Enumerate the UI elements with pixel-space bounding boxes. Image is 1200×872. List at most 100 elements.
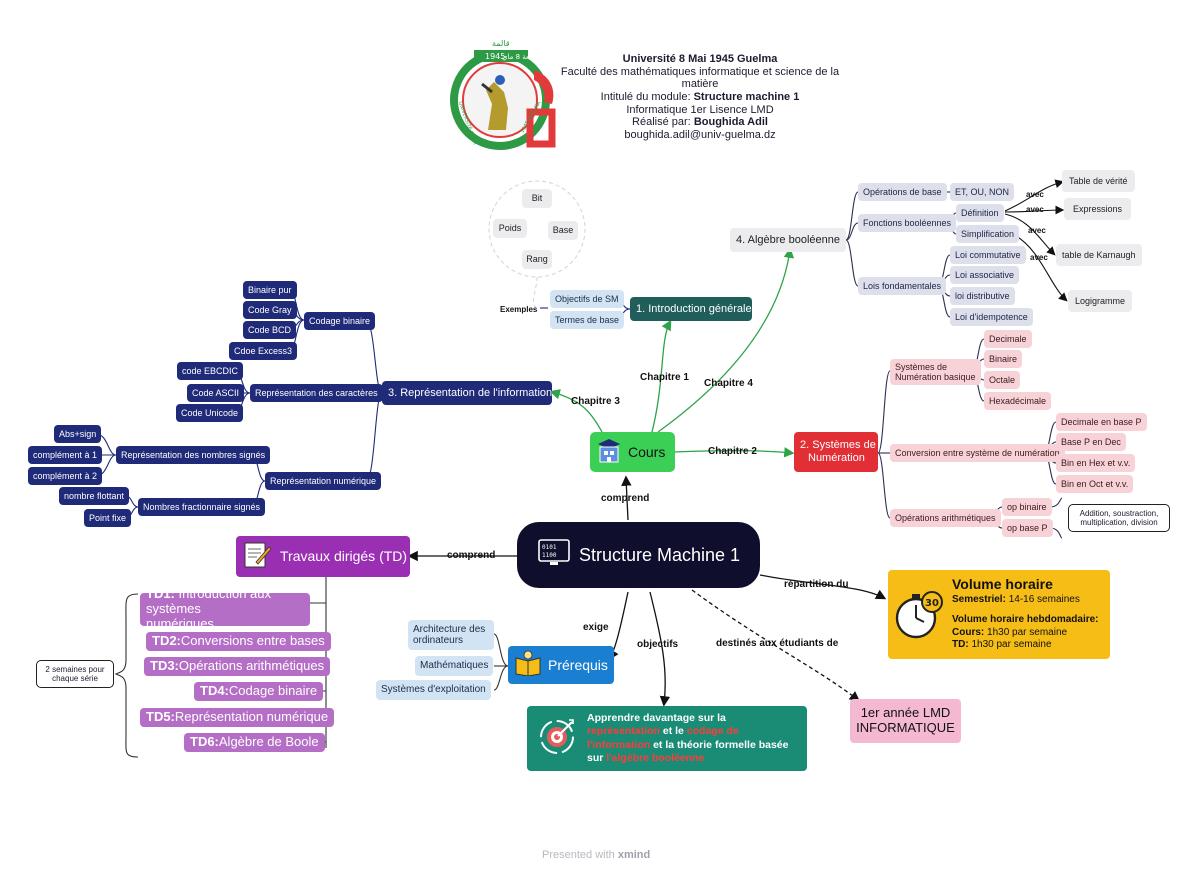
code-gray[interactable]: Code Gray	[243, 301, 297, 319]
abs-sign[interactable]: Abs+sign	[54, 425, 102, 443]
td1-code: TD1:	[146, 586, 175, 602]
module-prefix: Intitulé du module:	[600, 90, 694, 103]
logo-top-text: قالمة	[492, 39, 510, 48]
td-note-line2: chaque série	[52, 674, 98, 683]
td-item-3[interactable]: TD3: Opérations arithmétiques	[144, 657, 331, 676]
prerequis-architecture[interactable]: Architecture des ordinateurs	[408, 620, 494, 650]
td-node[interactable]: Travaux dirigés (TD)	[236, 536, 410, 577]
representation-numerique[interactable]: Représentation numérique	[265, 472, 382, 490]
td-item-6[interactable]: TD6: Algèbre de Boole	[184, 733, 325, 752]
conv-base-p-dec[interactable]: Base P en Dec	[1056, 433, 1126, 451]
university-logo: 1945 جامعة 8 ماي قالمة UNIVERSITÉ 8 MAI …	[448, 32, 560, 156]
cours-node[interactable]: Cours	[590, 432, 675, 472]
objectifs-hl4: l'algèbre booléenne	[606, 751, 705, 764]
expressions[interactable]: Expressions	[1064, 198, 1132, 220]
table-de-verite[interactable]: Table de vérité	[1062, 170, 1135, 192]
code-bcd[interactable]: Code BCD	[243, 321, 297, 339]
logo-arabic-text: جامعة 8 ماي	[502, 53, 540, 61]
school-icon	[596, 436, 622, 467]
simplification[interactable]: Simplification	[956, 225, 1020, 243]
systemes-line2: Numération basique	[895, 372, 976, 382]
table-de-karnaugh[interactable]: table de Karnaugh	[1056, 244, 1142, 266]
nombre-flottant[interactable]: nombre flottant	[59, 487, 130, 505]
logo-year: 1945	[485, 52, 505, 61]
book-icon	[514, 650, 542, 679]
logigramme[interactable]: Logigramme	[1068, 290, 1133, 312]
code-binaire-pur[interactable]: Binaire pur	[243, 281, 297, 299]
base-decimale[interactable]: Decimale	[984, 330, 1032, 348]
base-hexadecimale[interactable]: Hexadécimale	[984, 392, 1052, 410]
objectifs-hl2: codage de	[686, 725, 739, 738]
loi-commutative[interactable]: Loi commutative	[950, 246, 1026, 264]
objectifs-hl3: l'information	[587, 738, 651, 751]
td-item-1[interactable]: TD1: Introduction aux systèmes numérique…	[140, 586, 310, 631]
base-octale[interactable]: Octale	[984, 371, 1021, 389]
systemes-basique[interactable]: Systèmes de Numération basique	[890, 359, 981, 385]
objectifs-text: Apprendre davantage sur la représentatio…	[587, 712, 788, 765]
prerequis-title: Prérequis	[548, 656, 608, 673]
point-fixe[interactable]: Point fixe	[84, 509, 132, 527]
operations-arithmetiques[interactable]: Opérations arithmétiques	[890, 509, 1001, 527]
complement-1[interactable]: complément à 1	[28, 446, 103, 464]
volume-horaire-node[interactable]: 30 Volume horaire Semestriel: 14-16 sema…	[888, 570, 1110, 659]
td-item-4[interactable]: TD4: Codage binaire	[194, 682, 324, 701]
codage-binaire[interactable]: Codage binaire	[304, 312, 376, 330]
svg-text:0101: 0101	[542, 544, 557, 551]
nombres-signes[interactable]: Représentation des nombres signés	[116, 446, 271, 464]
edge-label-ch4: Chapitre 4	[704, 378, 753, 389]
example-rang[interactable]: Rang	[522, 250, 552, 269]
program-name: Informatique 1er Lisence LMD	[626, 103, 774, 116]
definition[interactable]: Définition	[956, 204, 1004, 222]
cours-label: Cours	[628, 443, 666, 460]
conversion-systemes[interactable]: Conversion entre système de numération	[890, 444, 1065, 462]
author-prefix: Réalisé par:	[632, 116, 694, 129]
conv-bin-oct[interactable]: Bin en Oct et v.v.	[1056, 475, 1134, 493]
objectifs-node[interactable]: Apprendre davantage sur la représentatio…	[527, 706, 807, 771]
chapter-1-node[interactable]: 1. Introduction générale	[630, 297, 752, 321]
loi-associative[interactable]: Loi associative	[950, 266, 1020, 284]
code-ascii[interactable]: Code ASCII	[187, 384, 245, 402]
complement-2[interactable]: complément à 2	[28, 467, 103, 485]
audience-node[interactable]: 1er année LMD INFORMATIQUE	[850, 699, 961, 743]
chapter-4-node[interactable]: 4. Algèbre booléenne	[730, 228, 846, 252]
ops-values[interactable]: ET, OU, NON	[950, 183, 1015, 201]
example-base[interactable]: Base	[548, 221, 578, 240]
prerequis-mathematiques[interactable]: Mathématiques	[415, 656, 494, 676]
code-excess3[interactable]: Cdoe Excess3	[229, 342, 298, 360]
loi-distributive[interactable]: loi distributive	[950, 287, 1015, 305]
td-item-5[interactable]: TD5: Représentation numérique	[140, 708, 335, 727]
td-item-2[interactable]: TD2: Conversions entre bases	[146, 632, 331, 651]
operations-de-base[interactable]: Opérations de base	[858, 183, 947, 201]
code-unicode[interactable]: Code Unicode	[176, 404, 244, 422]
example-poids[interactable]: Poids	[493, 219, 527, 238]
nombres-fractionnaires[interactable]: Nombres fractionnaire signés	[138, 498, 266, 516]
td-note-line1: 2 semaines pour	[45, 664, 105, 674]
footer-prefix: Presented with	[542, 849, 618, 861]
chapter-2-node[interactable]: 2. Systèmes de Numération	[794, 432, 878, 472]
hebdo-title: Volume horaire hebdomadaire:	[952, 614, 1099, 625]
chapter-2-line2: Numération	[808, 452, 865, 464]
prerequis-systemes[interactable]: Systèmes d'exploitation	[376, 680, 491, 700]
conv-dec-base-p[interactable]: Decimale en base P	[1056, 413, 1147, 431]
lois-fondamentales[interactable]: Lois fondamentales	[858, 277, 947, 295]
ch1-termes[interactable]: Termes de base	[550, 311, 625, 329]
edge-label-ch2: Chapitre 2	[708, 446, 757, 457]
conv-bin-hex[interactable]: Bin en Hex et v.v.	[1056, 454, 1136, 472]
op-binaire[interactable]: op binaire	[1002, 498, 1052, 516]
representation-caracteres[interactable]: Représentation des caractères	[250, 384, 383, 402]
td5-code: TD5:	[146, 709, 175, 725]
ops-note-line2: multiplication, division	[1080, 518, 1158, 527]
prerequis-node[interactable]: Prérequis	[508, 646, 614, 684]
op-base-p[interactable]: op base P	[1002, 519, 1053, 537]
base-binaire[interactable]: Binaire	[984, 350, 1023, 368]
chapter-3-node[interactable]: 3. Représentation de l'information	[382, 381, 552, 405]
code-ebcdic[interactable]: code EBCDIC	[177, 362, 244, 380]
example-bit[interactable]: Bit	[522, 189, 552, 208]
ch1-objectifs[interactable]: Objectifs de SM	[550, 290, 624, 308]
semestriel-label: Semestriel:	[952, 593, 1006, 605]
loi-idempotence[interactable]: Loi d'idempotence	[950, 308, 1033, 326]
td3-code: TD3:	[150, 658, 179, 674]
objectifs-line1: Apprendre davantage sur la	[587, 712, 726, 725]
fonctions-booleennes[interactable]: Fonctions booléennes	[858, 214, 957, 232]
